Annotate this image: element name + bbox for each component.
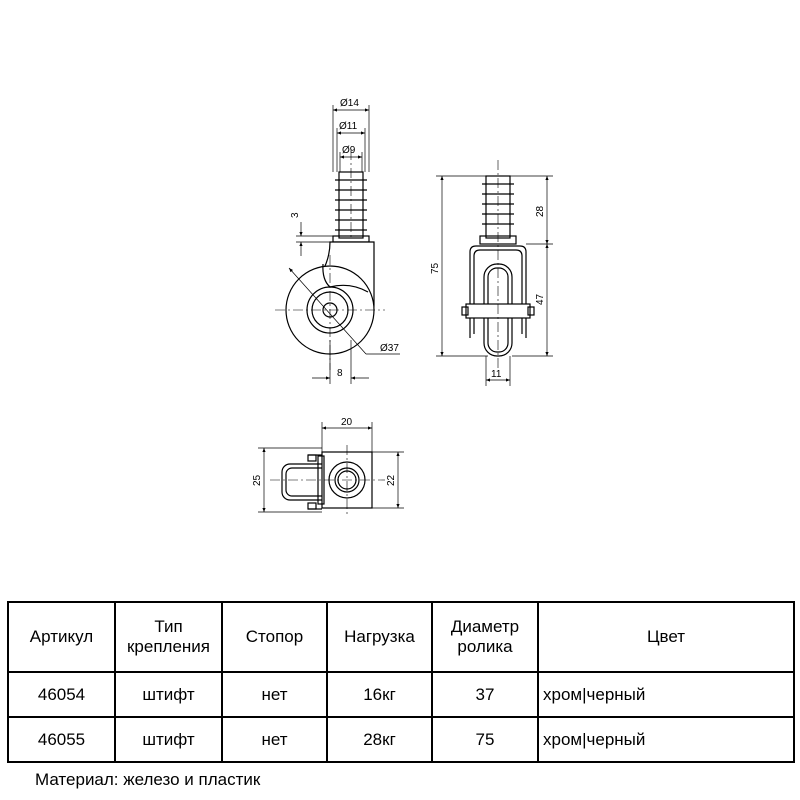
header-stopper: Стопор [221, 601, 328, 673]
cell-mount-type: штифт [114, 716, 223, 763]
dim-d11-label: Ø11 [339, 121, 358, 132]
cell-wheel-diameter: 75 [431, 716, 539, 763]
front-view [275, 150, 385, 370]
dim-75-label: 75 [430, 262, 441, 274]
dim-25-label: 25 [252, 474, 263, 486]
side-view [461, 160, 535, 370]
cell-color: хром|черный [537, 716, 795, 763]
table-header-row: Артикул Тип крепления Стопор Нагрузка Ди… [7, 601, 795, 673]
cell-load: 16кг [326, 671, 433, 718]
table-row: 46054 штифт нет 16кг 37 хром|черный [7, 671, 795, 718]
cell-load: 28кг [326, 716, 433, 763]
dim-d9-label: Ø9 [342, 145, 356, 156]
dim-20-label: 20 [341, 417, 353, 428]
dim-3-label: 3 [290, 212, 301, 218]
header-load: Нагрузка [326, 601, 433, 673]
header-color: Цвет [537, 601, 795, 673]
top-dimensions [258, 422, 404, 513]
spec-table: Артикул Тип крепления Стопор Нагрузка Ди… [7, 601, 795, 763]
dim-8-label: 8 [337, 368, 343, 379]
header-mount-type: Тип крепления [114, 601, 223, 673]
cell-color: хром|черный [537, 671, 795, 718]
dim-22-label: 22 [386, 474, 397, 486]
dim-d14-label: Ø14 [340, 98, 359, 109]
dim-47-label: 47 [535, 293, 546, 305]
cell-stopper: нет [221, 716, 328, 763]
dim-11-label: 11 [491, 369, 502, 380]
dim-28-label: 28 [535, 205, 546, 217]
header-article: Артикул [7, 601, 116, 673]
cell-mount-type: штифт [114, 671, 223, 718]
dim-d37-label: Ø37 [380, 343, 399, 354]
top-view [270, 445, 385, 516]
cell-article: 46055 [7, 716, 116, 763]
cell-stopper: нет [221, 671, 328, 718]
side-dimensions [436, 175, 553, 386]
table-row: 46055 штифт нет 28кг 75 хром|черный [7, 716, 795, 763]
front-dimensions [288, 105, 400, 384]
header-wheel-diameter: Диаметр ролика [431, 601, 539, 673]
material-note: Материал: железо и пластик [35, 770, 261, 789]
cell-wheel-diameter: 37 [431, 671, 539, 718]
technical-drawing: Ø14 Ø11 Ø9 3 Ø37 8 [252, 98, 553, 516]
cell-article: 46054 [7, 671, 116, 718]
